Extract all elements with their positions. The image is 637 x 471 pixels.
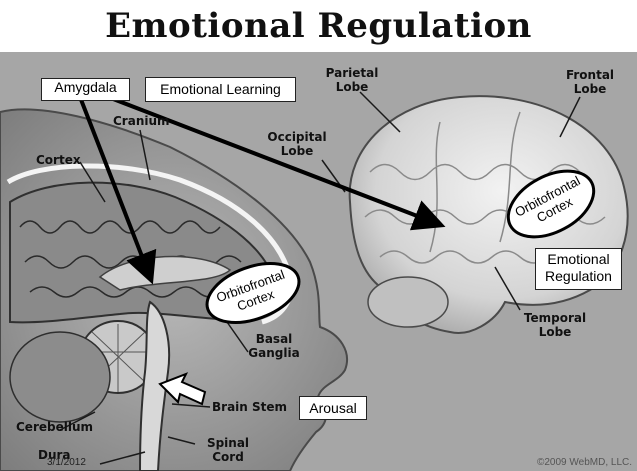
temporal-line2: Lobe xyxy=(520,325,590,339)
cranium-label: Cranium xyxy=(113,114,170,128)
slide-date: 3/1/2012 xyxy=(47,457,86,468)
emotional-regulation-line2: Regulation xyxy=(536,268,621,285)
emotional-regulation-box: Emotional Regulation xyxy=(535,248,622,290)
basal-line2: Ganglia xyxy=(246,346,302,360)
dura-region xyxy=(10,332,110,422)
occipital-line1: Occipital xyxy=(264,130,330,144)
frontal-lobe-label: Frontal Lobe xyxy=(560,68,620,96)
cerebellum-text: Cerebellum xyxy=(16,420,93,434)
emotional-learning-label: Emotional Learning xyxy=(160,81,281,97)
occipital-lobe-label: Occipital Lobe xyxy=(264,130,330,158)
frontal-line1: Frontal xyxy=(560,68,620,82)
emotional-learning-box: Emotional Learning xyxy=(145,77,296,102)
cortex-label: Cortex xyxy=(36,153,81,167)
spinal-line2: Cord xyxy=(200,450,256,464)
spinal-cord-label: Spinal Cord xyxy=(200,436,256,464)
temporal-lobe-label: Temporal Lobe xyxy=(520,311,590,339)
temporal-line1: Temporal xyxy=(520,311,590,325)
frontal-line2: Lobe xyxy=(560,82,620,96)
basal-line1: Basal xyxy=(246,332,302,346)
cerebellum-label: Cerebellum xyxy=(16,420,93,434)
arousal-label: Arousal xyxy=(309,400,356,416)
spinal-line1: Spinal xyxy=(200,436,256,450)
lateral-cerebellum xyxy=(368,277,448,327)
parietal-line2: Lobe xyxy=(322,80,382,94)
basal-ganglia-label: Basal Ganglia xyxy=(246,332,302,360)
brain-stem-text: Brain Stem xyxy=(212,400,287,414)
cranium-text: Cranium xyxy=(113,114,170,128)
cortex-text: Cortex xyxy=(36,153,81,167)
slide-title: Emotional Regulation xyxy=(0,0,637,52)
brain-stem-label: Brain Stem xyxy=(212,400,287,414)
arousal-box: Arousal xyxy=(299,396,367,420)
occipital-line2: Lobe xyxy=(264,144,330,158)
parietal-lobe-label: Parietal Lobe xyxy=(322,66,382,94)
amygdala-box: Amygdala xyxy=(41,78,130,101)
amygdala-label: Amygdala xyxy=(54,79,116,95)
copyright: ©2009 WebMD, LLC. xyxy=(537,457,632,468)
parietal-line1: Parietal xyxy=(322,66,382,80)
emotional-regulation-line1: Emotional xyxy=(536,251,621,268)
